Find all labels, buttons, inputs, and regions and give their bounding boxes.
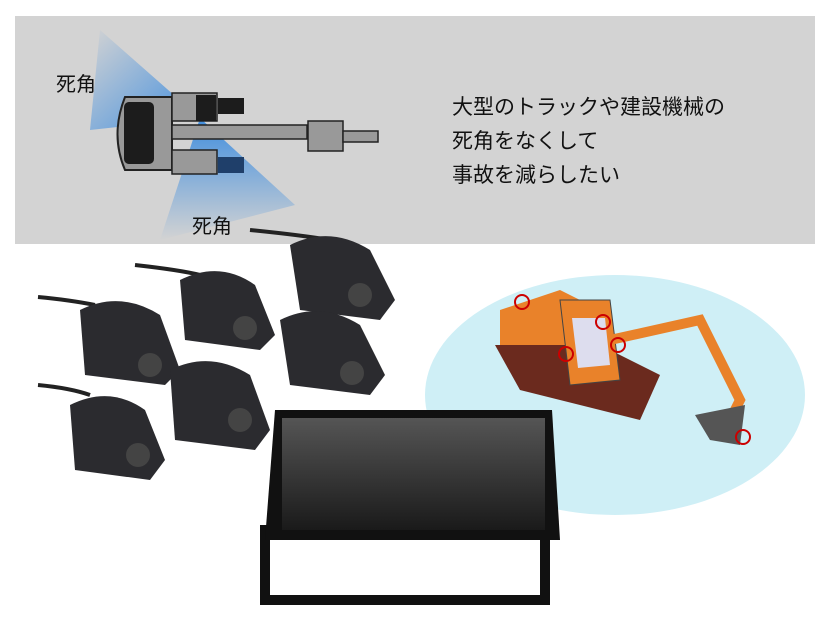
blind-spot-label-top: 死角 (56, 72, 96, 96)
camera (290, 236, 395, 320)
truck-diagram (90, 30, 379, 240)
excavator-image (495, 290, 751, 445)
blind-spot-label-bottom: 死角 (192, 214, 232, 238)
camera (80, 301, 180, 385)
headline-line-1: 大型のトラックや建設機械の (452, 95, 725, 119)
monitor-screen (282, 418, 545, 530)
camera (280, 311, 385, 395)
camera (170, 361, 270, 450)
camera (180, 271, 275, 350)
camera (70, 396, 165, 480)
headline: 大型のトラックや建設機械の 死角をなくして 事故を減らしたい (452, 90, 725, 192)
headline-line-3: 事故を減らしたい (452, 163, 620, 187)
camera-set (37, 228, 395, 480)
monitor (260, 410, 560, 605)
headline-line-2: 死角をなくして (452, 129, 599, 153)
blind-spot-zone-bottom (160, 118, 295, 240)
